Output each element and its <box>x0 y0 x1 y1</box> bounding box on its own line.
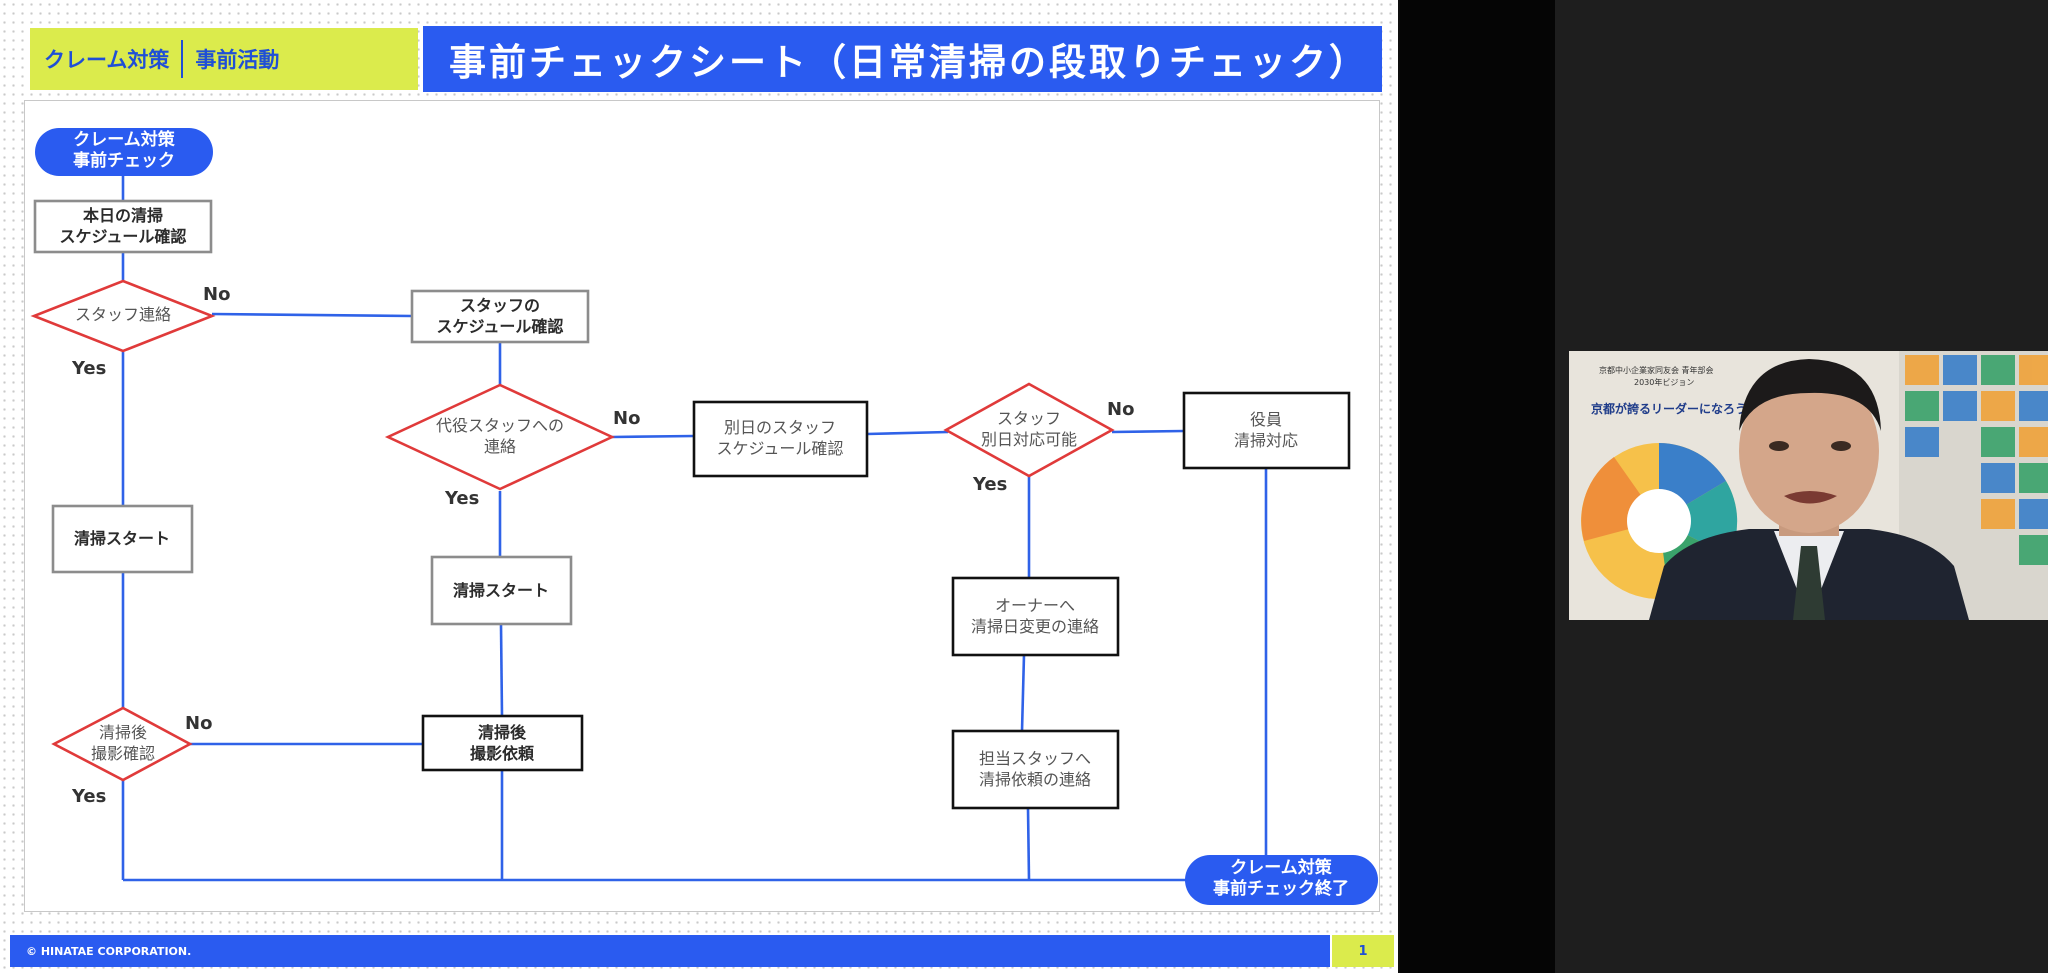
text-line: 撮影確認 <box>90 744 156 763</box>
yes-label-substitute: Yes <box>445 488 480 509</box>
text-line: 別日対応可能 <box>980 430 1078 449</box>
flowchart-panel <box>24 100 1380 912</box>
poster-headline-text: 京都が誇るリーダーになろう <box>1591 401 1747 416</box>
slide-footer: © HINATAE CORPORATION. <box>10 935 1330 967</box>
end-line-1: クレーム対策 <box>1230 858 1332 878</box>
no-label-other-day: No <box>1107 399 1135 420</box>
text-line: オーナーへ <box>994 596 1076 615</box>
text-line: 本日の清掃 <box>82 206 164 225</box>
start-line-2: 事前チェック <box>73 151 175 171</box>
yes-label-other-day: Yes <box>973 474 1008 495</box>
slide-title: 事前チェックシート（日常清掃の段取りチェック） <box>423 26 1382 92</box>
text-line: 別日のスタッフ <box>723 418 837 437</box>
start-terminal-label: クレーム対策 事前チェック <box>73 130 175 172</box>
webcam-video-tile[interactable]: 京都中小企業家同友会 青年部会 2030年ビジョン 京都が誇るリーダーになろう <box>1569 351 2048 620</box>
box-staff-schedule <box>410 289 590 344</box>
decision-other-day-label: スタッフ 別日対応可能 <box>981 408 1077 450</box>
shared-slide: クレーム対策 事前活動 事前チェックシート（日常清掃の段取りチェック） <box>0 0 1398 973</box>
gallery-divider <box>1400 0 1555 973</box>
text-line: 連絡 <box>483 437 517 456</box>
slide-page-number: 1 <box>1332 935 1394 967</box>
box-executive <box>1182 391 1351 470</box>
box-schedule <box>33 199 213 254</box>
box-start-1 <box>51 504 194 574</box>
box-assign-label: 担当スタッフへ 清掃依頼の連絡 <box>979 748 1091 790</box>
decision-substitute <box>384 383 616 491</box>
text-line: 清掃日変更の連絡 <box>970 617 1100 636</box>
slide-title-text: 事前チェックシート（日常清掃の段取りチェック） <box>449 41 1369 84</box>
no-label-photo-check: No <box>185 713 213 734</box>
box-start-2-label: 清掃スタート <box>453 580 549 601</box>
text-line: 清掃後 <box>477 723 527 742</box>
end-terminal-label: クレーム対策 事前チェック終了 <box>1213 858 1349 900</box>
category-label: クレーム対策 <box>44 48 170 72</box>
box-photo-request-label: 清掃後 撮影依頼 <box>470 722 534 764</box>
box-owner-label: オーナーへ 清掃日変更の連絡 <box>971 595 1099 637</box>
slide-category-tag: クレーム対策 事前活動 <box>30 28 418 90</box>
pill-end <box>1185 855 1378 905</box>
start-line-1: クレーム対策 <box>73 130 175 150</box>
text-line: スケジュール確認 <box>436 317 564 336</box>
poster-org-text: 京都中小企業家同友会 青年部会 <box>1599 365 1714 375</box>
text-line: 清掃後 <box>98 723 148 742</box>
decision-substitute-label: 代役スタッフへの 連絡 <box>436 415 564 457</box>
page-number-text: 1 <box>1358 943 1368 959</box>
terminal-shapes <box>35 128 1378 905</box>
box-photo-request <box>421 714 584 772</box>
connector-lines <box>121 175 1268 882</box>
decision-photo-check <box>51 706 193 782</box>
text-line: 清掃スタート <box>73 529 171 548</box>
text-line: 清掃スタート <box>452 581 550 600</box>
box-other-day <box>692 400 869 478</box>
category-separator <box>181 40 184 78</box>
yes-label-photo-check: Yes <box>72 786 107 807</box>
no-label-substitute: No <box>613 408 641 429</box>
pill-start <box>35 128 213 176</box>
text-line: 清掃対応 <box>1233 431 1299 450</box>
box-executive-label: 役員 清掃対応 <box>1234 409 1298 451</box>
no-label-contact: No <box>203 284 231 305</box>
box-assign <box>951 729 1120 810</box>
text-line: スタッフの <box>459 296 541 315</box>
text-line: スケジュール確認 <box>716 439 844 458</box>
box-start-1-label: 清掃スタート <box>74 528 170 549</box>
webcam-video-image: 京都中小企業家同友会 青年部会 2030年ビジョン 京都が誇るリーダーになろう <box>1569 351 2048 620</box>
end-line-2: 事前チェック終了 <box>1213 879 1349 899</box>
text-line: 撮影依頼 <box>469 744 535 763</box>
copyright-text: © HINATAE CORPORATION. <box>26 944 192 958</box>
decision-other-day <box>943 382 1115 478</box>
poster-vision-text: 2030年ビジョン <box>1634 377 1694 387</box>
box-start-2 <box>430 555 573 626</box>
text-line: 担当スタッフへ <box>978 749 1092 768</box>
text-line: 清掃依頼の連絡 <box>978 770 1092 789</box>
decision-contact <box>30 279 216 353</box>
decision-photo-check-label: 清掃後 撮影確認 <box>91 722 155 764</box>
flowchart-connectors <box>30 128 1378 905</box>
text-line: 役員 <box>1249 410 1283 429</box>
decision-shapes <box>30 279 1115 782</box>
box-owner <box>951 576 1120 657</box>
text-line: スタッフ連絡 <box>74 305 172 324</box>
text-line: 代役スタッフへの <box>435 416 565 435</box>
text-line: スタッフ <box>996 409 1062 428</box>
box-other-day-label: 別日のスタッフ スケジュール確認 <box>717 417 844 459</box>
subcategory-label: 事前活動 <box>195 48 280 72</box>
yes-label-contact: Yes <box>72 358 107 379</box>
box-staff-schedule-label: スタッフの スケジュール確認 <box>437 295 564 337</box>
process-shapes <box>33 199 1351 810</box>
decision-contact-label: スタッフ連絡 <box>75 304 171 325</box>
text-line: スケジュール確認 <box>59 227 187 246</box>
box-schedule-label: 本日の清掃 スケジュール確認 <box>60 205 187 247</box>
